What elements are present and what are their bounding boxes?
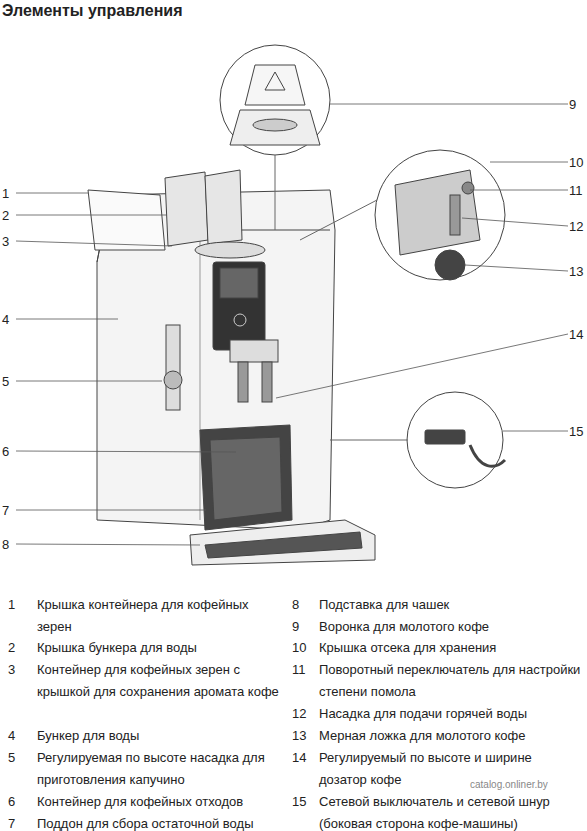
callout-number: 6 bbox=[2, 441, 15, 463]
list-number: 1 bbox=[8, 594, 30, 616]
illustration-part bbox=[462, 182, 474, 194]
illustration-part bbox=[425, 430, 465, 444]
illustration-part bbox=[220, 268, 258, 298]
list-number: 7 bbox=[8, 813, 30, 831]
illustration-part bbox=[395, 170, 480, 255]
list-number: 8 bbox=[292, 594, 314, 616]
illustration-part bbox=[210, 437, 282, 520]
illustration-part bbox=[253, 119, 297, 131]
part-description: Крышка бункера для воды bbox=[37, 637, 285, 659]
illustration-part bbox=[16, 544, 200, 545]
illustration-part bbox=[200, 232, 201, 520]
illustration-part bbox=[16, 510, 206, 511]
part-description: Сетевой выключатель и сетевой шнур (боко… bbox=[319, 791, 581, 831]
part-description: Крышка контейнера для кофейных зерен bbox=[37, 594, 285, 637]
illustration-part bbox=[16, 319, 118, 320]
illustration-part bbox=[238, 362, 248, 402]
callout-number: 12 bbox=[569, 216, 587, 238]
illustration-part bbox=[195, 242, 265, 258]
illustration-part bbox=[465, 265, 568, 271]
illustration-part bbox=[213, 262, 265, 350]
list-number: 9 bbox=[292, 616, 314, 638]
part-description: Регулируемая по высоте насадка для приго… bbox=[37, 747, 285, 790]
illustration-part bbox=[200, 425, 292, 530]
illustration-part bbox=[300, 200, 377, 240]
illustration-part bbox=[245, 65, 305, 105]
illustration-part bbox=[230, 340, 278, 362]
callout-number: 11 bbox=[569, 180, 587, 202]
callout-number: 14 bbox=[569, 324, 587, 346]
part-description: Мерная ложка для молотого кофе bbox=[319, 725, 581, 747]
illustration-part bbox=[190, 520, 375, 565]
illustration-part bbox=[503, 431, 568, 432]
illustration-part bbox=[16, 215, 167, 216]
illustration-part bbox=[262, 362, 272, 402]
part-description: Контейнер для кофейных отходов bbox=[37, 791, 285, 813]
list-number: 14 bbox=[292, 747, 314, 769]
callout-number: 15 bbox=[569, 421, 587, 443]
callout-number: 2 bbox=[2, 205, 15, 227]
illustration-part bbox=[276, 334, 568, 398]
illustration-part bbox=[234, 314, 246, 326]
callout-number: 3 bbox=[2, 231, 15, 253]
illustration-part bbox=[407, 392, 503, 488]
part-description: Поддон для сбора остаточной воды bbox=[37, 813, 285, 831]
list-number: 4 bbox=[8, 725, 30, 747]
illustration-part bbox=[88, 190, 165, 250]
list-number: 3 bbox=[8, 659, 30, 681]
list-number: 5 bbox=[8, 747, 30, 769]
illustration-part bbox=[435, 250, 465, 280]
list-number: 11 bbox=[292, 659, 314, 681]
illustration-part bbox=[220, 45, 330, 155]
illustration-part bbox=[330, 104, 568, 105]
list-number: 6 bbox=[8, 791, 30, 813]
illustration-part bbox=[490, 162, 568, 163]
callout-number: 8 bbox=[2, 534, 15, 556]
callout-number: 9 bbox=[569, 94, 585, 116]
illustration-part bbox=[16, 381, 162, 382]
illustration-part bbox=[16, 193, 88, 194]
watermark: catalog.onliner.by bbox=[470, 779, 580, 791]
list-number: 13 bbox=[292, 725, 314, 747]
illustration-part bbox=[470, 445, 505, 466]
illustration-part bbox=[166, 325, 180, 410]
illustration-part bbox=[16, 241, 172, 246]
list-number: 15 bbox=[292, 791, 314, 813]
callout-number: 10 bbox=[569, 152, 587, 174]
illustration-part bbox=[230, 110, 320, 145]
list-number: 2 bbox=[8, 637, 30, 659]
illustration-part bbox=[450, 195, 460, 235]
list-number: 12 bbox=[292, 703, 314, 725]
callout-number: 5 bbox=[2, 371, 15, 393]
illustration-part bbox=[330, 440, 408, 441]
illustration-part bbox=[16, 451, 236, 452]
list-number: 10 bbox=[292, 637, 314, 659]
part-description: Подставка для чашек bbox=[319, 594, 581, 616]
part-description: Контейнер для кофейных зерен с крышкой д… bbox=[37, 659, 285, 702]
illustration-part bbox=[16, 104, 568, 545]
callout-number: 7 bbox=[2, 500, 15, 522]
part-description: Поворотный переключатель для настройки с… bbox=[319, 659, 581, 702]
title: Элементы управления bbox=[2, 1, 402, 21]
illustration-part bbox=[265, 72, 285, 90]
illustration-part bbox=[375, 150, 505, 280]
part-description: Воронка для молотого кофе bbox=[319, 616, 581, 638]
illustration-part bbox=[165, 172, 208, 246]
illustration-part bbox=[205, 170, 242, 244]
part-description: Крышка отсека для хранения bbox=[319, 637, 581, 659]
illustration-part bbox=[470, 190, 568, 191]
illustration-part bbox=[275, 155, 276, 230]
illustration-part bbox=[205, 532, 362, 558]
part-description: Насадка для подачи горячей воды bbox=[319, 703, 581, 725]
callout-number: 1 bbox=[2, 183, 15, 205]
part-description: Бункер для воды bbox=[37, 725, 285, 747]
callout-number: 13 bbox=[569, 261, 587, 283]
illustration-part bbox=[462, 218, 568, 226]
illustration-part bbox=[88, 45, 505, 565]
illustration-part bbox=[164, 371, 182, 389]
callout-number: 4 bbox=[2, 309, 15, 331]
